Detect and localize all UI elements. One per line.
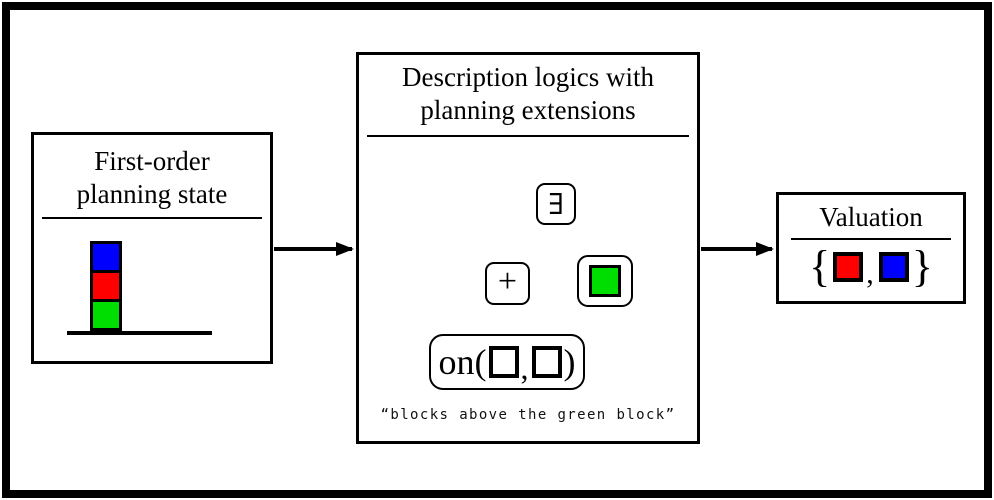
valuation-box: Valuation { , } — [776, 192, 966, 304]
left-box-title-line1: First-order — [94, 146, 210, 176]
green-block — [589, 265, 621, 297]
caption: “blocks above the green block” — [380, 407, 676, 423]
block-blue — [90, 241, 122, 273]
description-logics-box: Description logics with planning extensi… — [356, 52, 700, 444]
exists-symbol: ∃ — [548, 186, 564, 221]
valuation-title: Valuation — [791, 195, 951, 240]
table-line — [67, 331, 212, 335]
valuation-block-blue — [878, 252, 909, 282]
left-box-title-line2: planning state — [76, 179, 228, 209]
on-node: on( , ) — [429, 334, 585, 390]
on-arg2-square — [531, 346, 562, 378]
on-comma: , — [520, 350, 529, 386]
block-stack — [90, 241, 122, 331]
first-order-state-box: First-order planning state — [31, 132, 273, 364]
green-block-node — [577, 255, 633, 307]
block-green — [90, 299, 122, 331]
middle-box-title-line1: Description logics with — [402, 62, 654, 92]
middle-box-title-line2: planning extensions — [420, 95, 636, 125]
sum-node: + — [485, 262, 530, 305]
close-brace: } — [911, 242, 933, 291]
open-brace: { — [809, 242, 831, 291]
valuation-comma: , — [866, 257, 874, 290]
on-prefix: on( — [438, 342, 487, 382]
valuation-set: { , } — [779, 245, 963, 289]
exists-node: ∃ — [536, 183, 576, 225]
on-suffix: ) — [563, 342, 576, 382]
block-red — [90, 270, 122, 302]
middle-box-title: Description logics with planning extensi… — [367, 55, 689, 137]
on-arg1-square — [488, 346, 519, 378]
left-box-title: First-order planning state — [42, 135, 262, 219]
plus-symbol: + — [497, 263, 518, 300]
valuation-block-red — [833, 252, 864, 282]
